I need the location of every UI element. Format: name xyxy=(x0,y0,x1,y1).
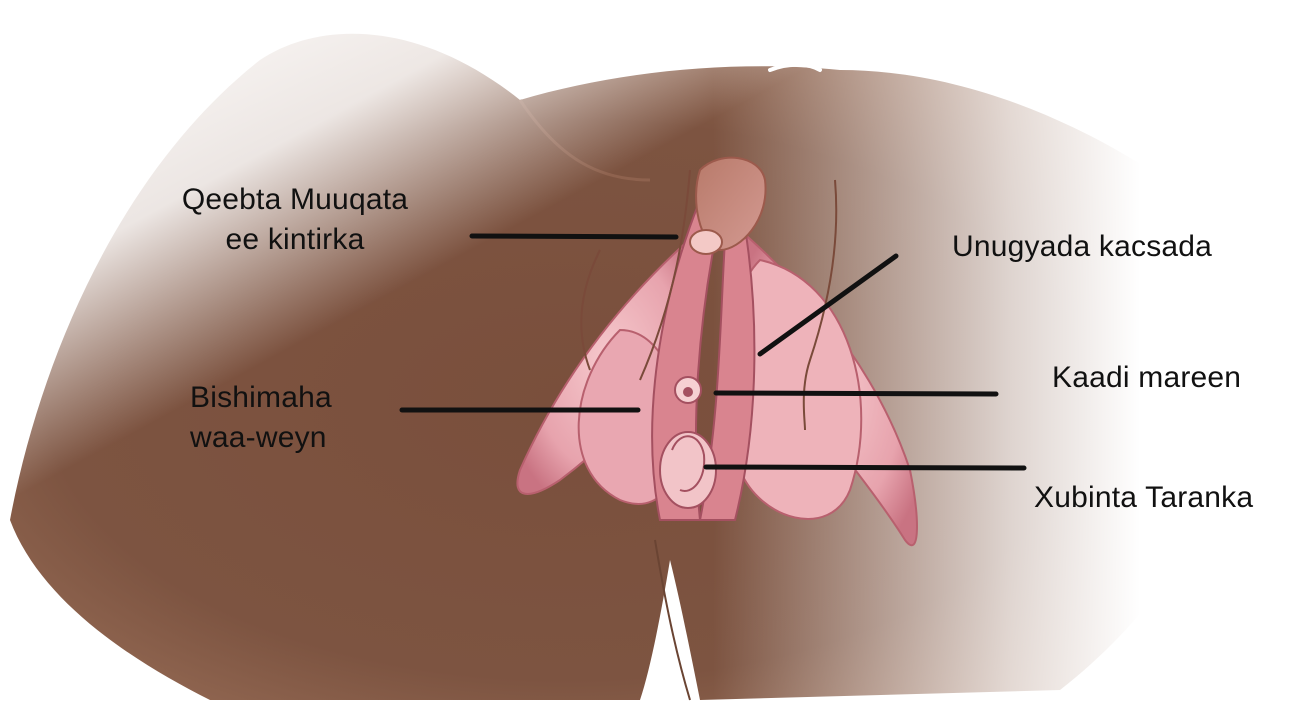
label-qeebta-line-2: ee kintirka xyxy=(150,220,440,260)
label-bishimaha-waa-weyn: Bishimaha waa-weyn xyxy=(190,378,370,458)
label-kaadi-mareen: Kaadi mareen xyxy=(1052,358,1282,398)
label-unugyada-line-1: Unugyada kacsada xyxy=(952,227,1252,267)
label-kaadi-line-1: Kaadi mareen xyxy=(1052,358,1282,398)
label-qeebta-line-1: Qeebta Muuqata xyxy=(150,180,440,220)
vaginal-opening-shape xyxy=(660,432,716,508)
label-qeebta-muuqata: Qeebta Muuqata ee kintirka xyxy=(150,180,440,260)
label-xubinta-line-1: Xubinta Taranka xyxy=(1034,478,1294,518)
label-bishimaha-line-1: Bishimaha xyxy=(190,378,370,418)
glans-shape xyxy=(690,230,722,254)
label-unugyada-kacsada: Unugyada kacsada xyxy=(952,227,1252,267)
label-bishimaha-line-2: waa-weyn xyxy=(190,418,370,458)
leader-line-xubinta xyxy=(706,467,1024,468)
leader-line-qeebta xyxy=(472,236,676,237)
leader-line-kaadi xyxy=(716,393,996,394)
label-xubinta-taranka: Xubinta Taranka xyxy=(1034,478,1294,518)
